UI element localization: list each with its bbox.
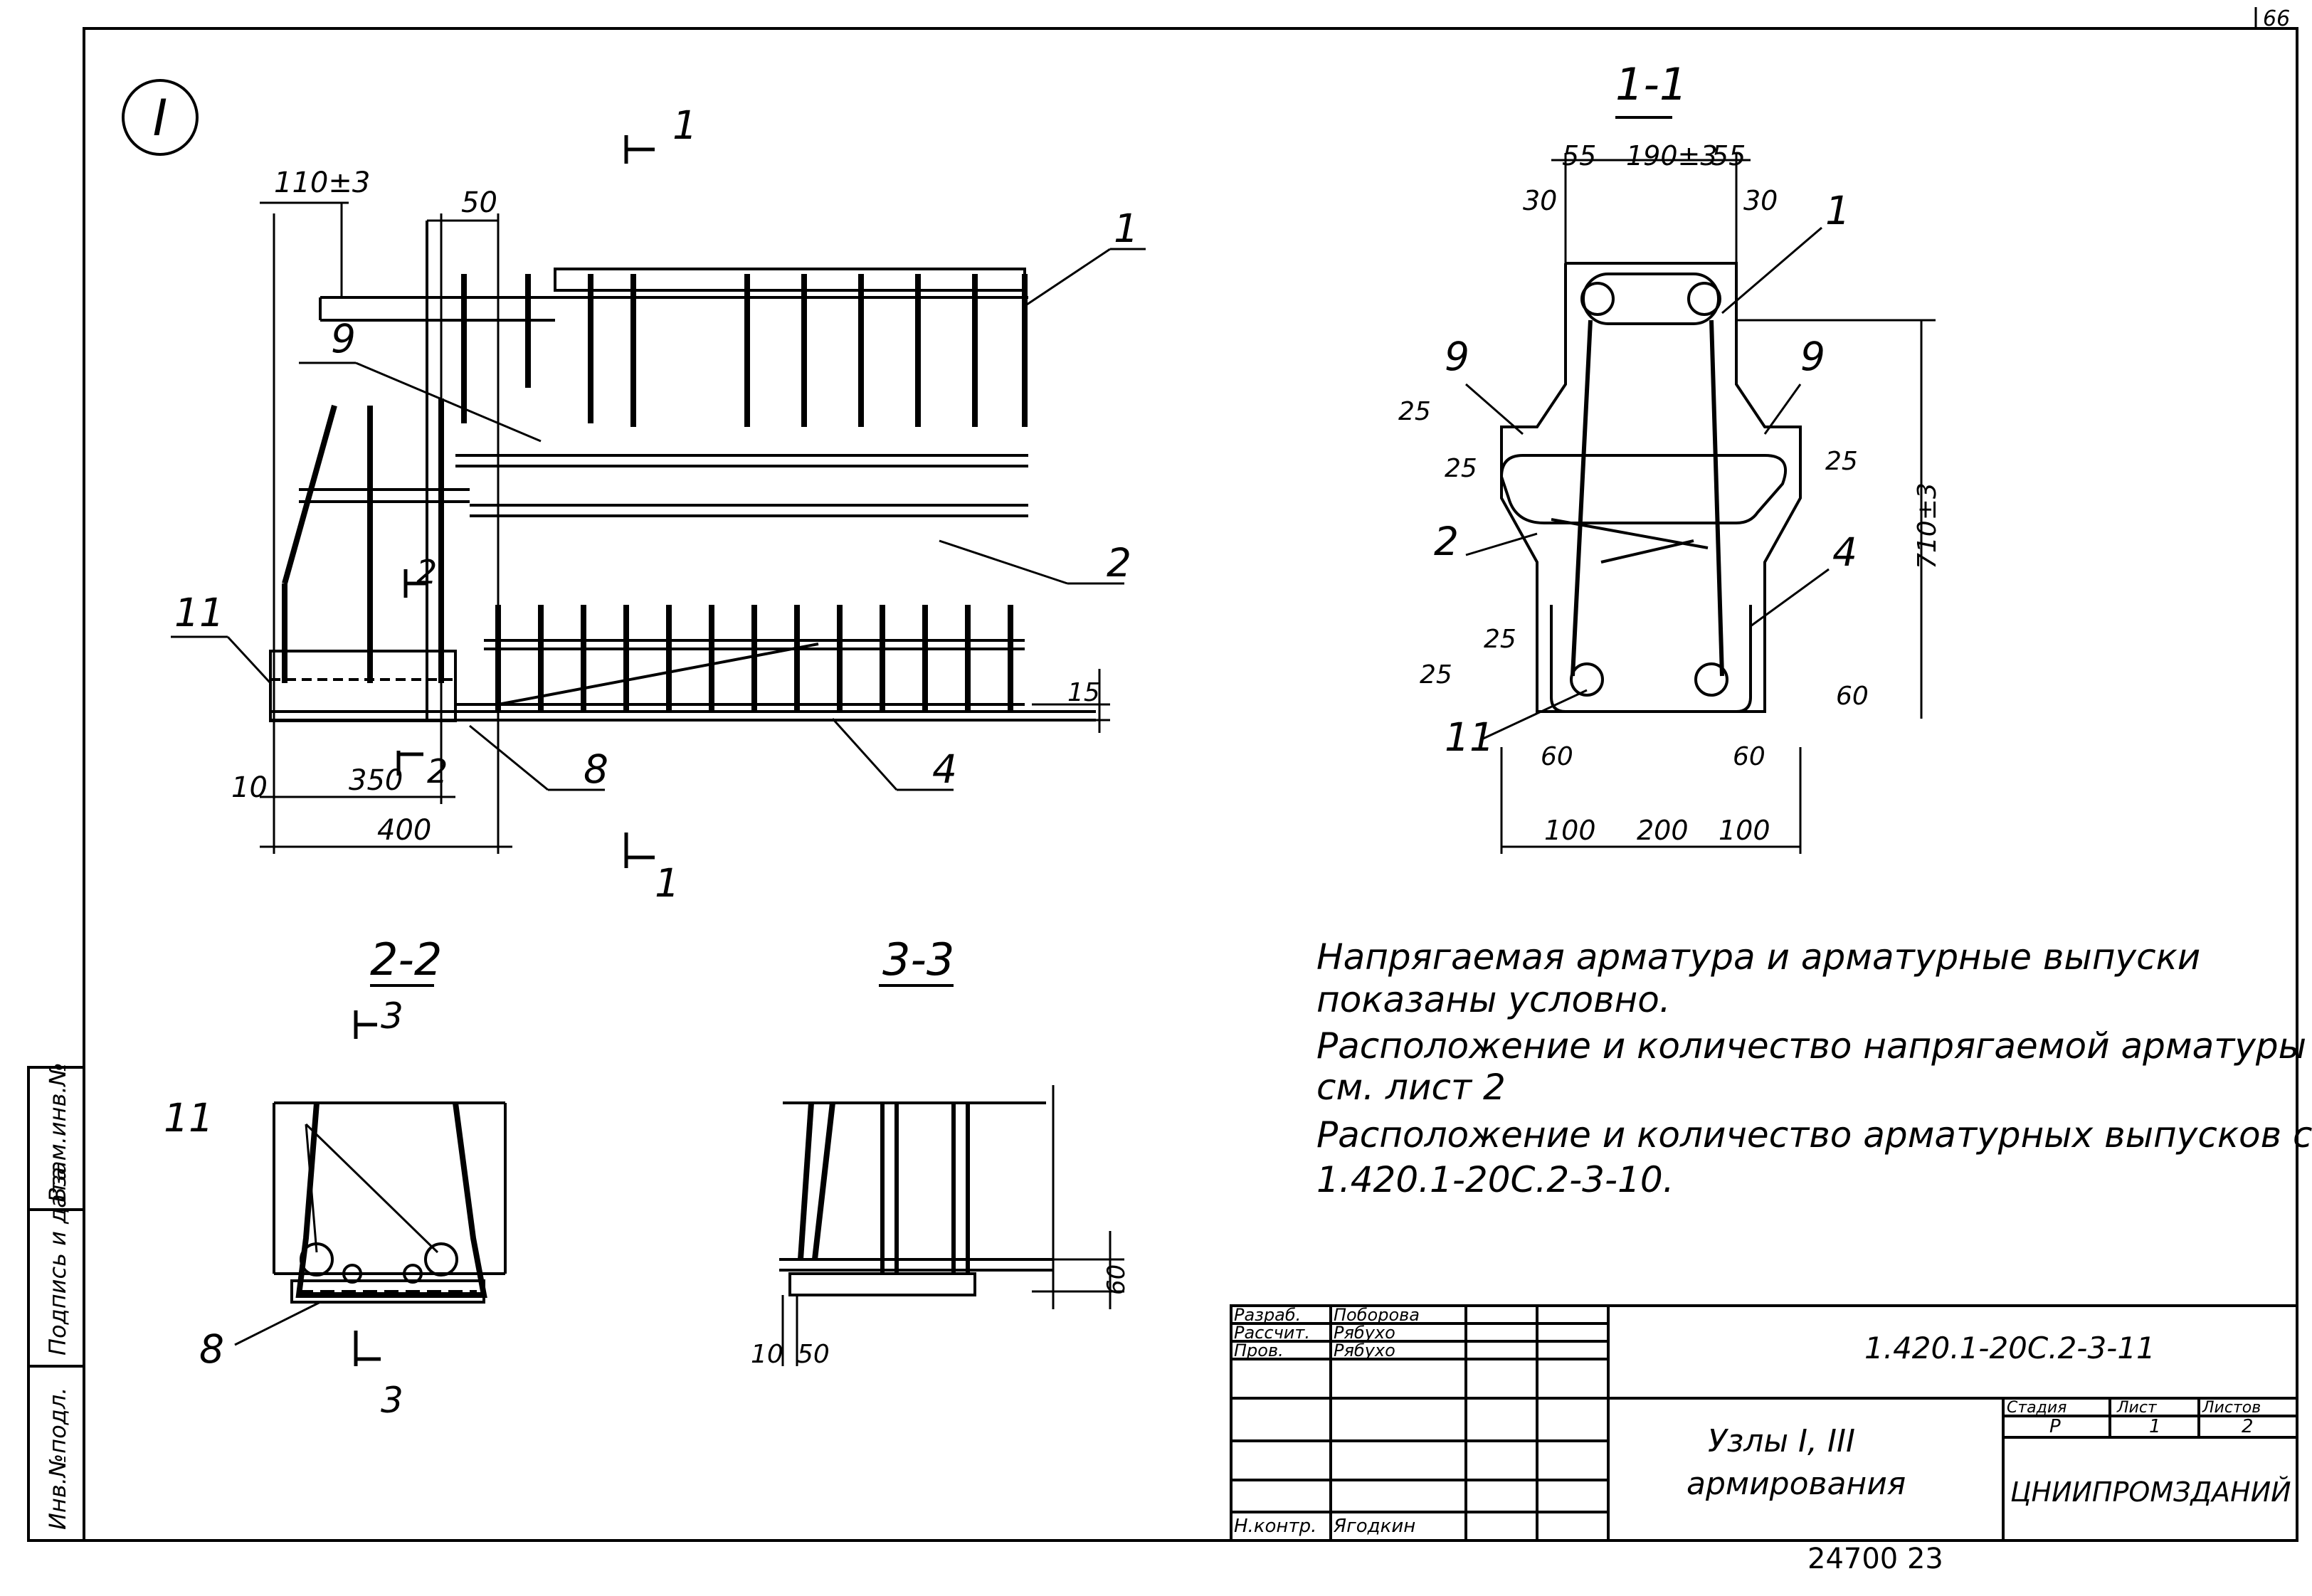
- svg-text:I: I: [153, 89, 168, 147]
- dim-25c: 25: [1825, 447, 1858, 476]
- note-line-4: см. лист 2: [1316, 1067, 1506, 1108]
- dim-60b: 60: [1541, 742, 1573, 771]
- svg-text:Взам.инв.№: Взам.инв.№: [44, 1062, 71, 1203]
- cut-label-top: 1: [672, 102, 697, 148]
- cut3-bottom: 3: [381, 1380, 403, 1421]
- node-label: I: [122, 79, 199, 156]
- tb-name-4: Ягодкин: [1334, 1516, 1416, 1537]
- section-2-2-labels: 2-2 3 3 11 8: [164, 934, 442, 1421]
- tb-sheets: 2: [2242, 1416, 2254, 1437]
- tb-role-3: Пров.: [1234, 1341, 1284, 1360]
- tb-doc-code: 1.420.1-20С.2-3-11: [1864, 1331, 2155, 1365]
- dim-3-3-50: 50: [797, 1340, 830, 1369]
- callout-11: 11: [174, 590, 224, 635]
- section-3-3-labels: 3-3 10 50 60: [751, 934, 1131, 1369]
- s11-callout-2: 2: [1434, 519, 1459, 564]
- dim-55a: 55: [1562, 140, 1596, 171]
- dim-25e: 25: [1420, 660, 1452, 689]
- tb-name-3: Рябухо: [1334, 1341, 1395, 1360]
- dim-30a: 30: [1523, 185, 1557, 216]
- dim-3-3-10: 10: [751, 1340, 783, 1369]
- dim-25b: 25: [1445, 454, 1477, 483]
- tb-title-1: Узлы I, III: [1708, 1423, 1855, 1459]
- dim-100b: 100: [1719, 815, 1770, 846]
- tb-name-2: Рябухо: [1334, 1323, 1395, 1343]
- tb-sheet-label: Лист: [2117, 1399, 2157, 1417]
- note-line-3: Расположение и количество напрягаемой ар…: [1316, 1025, 2307, 1067]
- callout-9: 9: [331, 316, 356, 361]
- tb-role-4: Н.контр.: [1234, 1516, 1317, 1537]
- section-3-3-title: 3-3: [882, 934, 954, 985]
- callout-1: 1: [1114, 206, 1139, 251]
- svg-text:Инв.№подл.: Инв.№подл.: [44, 1388, 71, 1530]
- callout-2: 2: [1107, 540, 1131, 586]
- dim-710: 710±3: [1913, 482, 1942, 569]
- side-stamp-labels: Инв.№подл. Подпись и дата Взам.инв.№: [44, 1062, 71, 1530]
- dim-10: 10: [231, 771, 268, 804]
- main-view-labels: 1 1 2 2 1 9 2 11 8 4 110±3 50 10 350 400…: [174, 102, 1139, 906]
- section-1-1-title: 1-1: [1615, 58, 1687, 110]
- s11-callout-9-left: 9: [1445, 334, 1469, 379]
- dim-50: 50: [461, 186, 497, 219]
- dim-60a: 60: [1836, 682, 1869, 711]
- section-3-3: [779, 984, 1124, 1366]
- cut3-top: 3: [381, 995, 403, 1037]
- s22-callout-8: 8: [199, 1326, 224, 1372]
- dim-55b: 55: [1711, 140, 1746, 171]
- section-1-1-labels: 1-1 55 190±3 55 30 30 1 9 9 2 4 11 25 25…: [1398, 58, 1942, 846]
- dim-110: 110±3: [274, 167, 370, 199]
- s11-callout-1: 1: [1825, 188, 1850, 233]
- section-1-1: [1465, 116, 1936, 854]
- footer-number: 24700 23: [1807, 1543, 1943, 1575]
- dim-25d: 25: [1484, 625, 1516, 654]
- dim-190: 190±3: [1626, 140, 1718, 171]
- tb-sheets-label: Листов: [2202, 1399, 2261, 1417]
- dim-60c: 60: [1733, 742, 1765, 771]
- tb-name-1: Поборова: [1334, 1305, 1420, 1325]
- s11-callout-4: 4: [1832, 529, 1857, 575]
- cut2-label-top: 2: [416, 553, 437, 591]
- corner-mark: 66: [2263, 6, 2290, 31]
- dim-200: 200: [1637, 815, 1689, 846]
- s22-callout-11: 11: [164, 1095, 213, 1141]
- side-stamp: [27, 1066, 85, 1542]
- s11-callout-11: 11: [1445, 714, 1494, 760]
- dim-3-3-60: 60: [1102, 1264, 1131, 1295]
- tb-stage-label: Стадия: [2007, 1399, 2067, 1417]
- main-view: [269, 221, 1096, 722]
- dim-30b: 30: [1743, 185, 1778, 216]
- section-2-2-title: 2-2: [370, 934, 442, 985]
- dim-15: 15: [1067, 678, 1100, 707]
- dim-25a: 25: [1398, 397, 1431, 426]
- callout-4: 4: [932, 746, 957, 792]
- main-view-dims: [171, 135, 1146, 868]
- tb-role-2: Рассчит.: [1234, 1323, 1310, 1343]
- tb-stage: Р: [2049, 1416, 2061, 1437]
- tb-title-2: армирования: [1687, 1466, 1906, 1502]
- title-block: [1230, 1304, 2298, 1542]
- sheet-frame: [83, 27, 2298, 1542]
- dim-400: 400: [377, 814, 431, 847]
- cut-label-bottom: 1: [655, 860, 680, 906]
- callout-8: 8: [584, 746, 608, 792]
- tb-sheet: 1: [2149, 1416, 2161, 1437]
- s11-callout-9-right: 9: [1800, 334, 1825, 379]
- tb-role-1: Разраб.: [1234, 1305, 1302, 1325]
- section-2-2: [234, 984, 507, 1366]
- note-line-2: показаны условно.: [1316, 979, 1671, 1020]
- svg-text:Подпись и дата: Подпись и дата: [44, 1167, 71, 1355]
- cut2-label-bottom: 2: [427, 752, 448, 791]
- tb-org: ЦНИИПРОМЗДАНИЙ: [2010, 1476, 2291, 1508]
- dim-350: 350: [349, 764, 403, 797]
- dim-100a: 100: [1544, 815, 1596, 846]
- note-line-6: 1.420.1-20С.2-3-10.: [1316, 1159, 1674, 1200]
- note-line-1: Напрягаемая арматура и арматурные выпуск…: [1316, 936, 2201, 978]
- note-line-5: Расположение и количество арматурных вып…: [1316, 1114, 2312, 1156]
